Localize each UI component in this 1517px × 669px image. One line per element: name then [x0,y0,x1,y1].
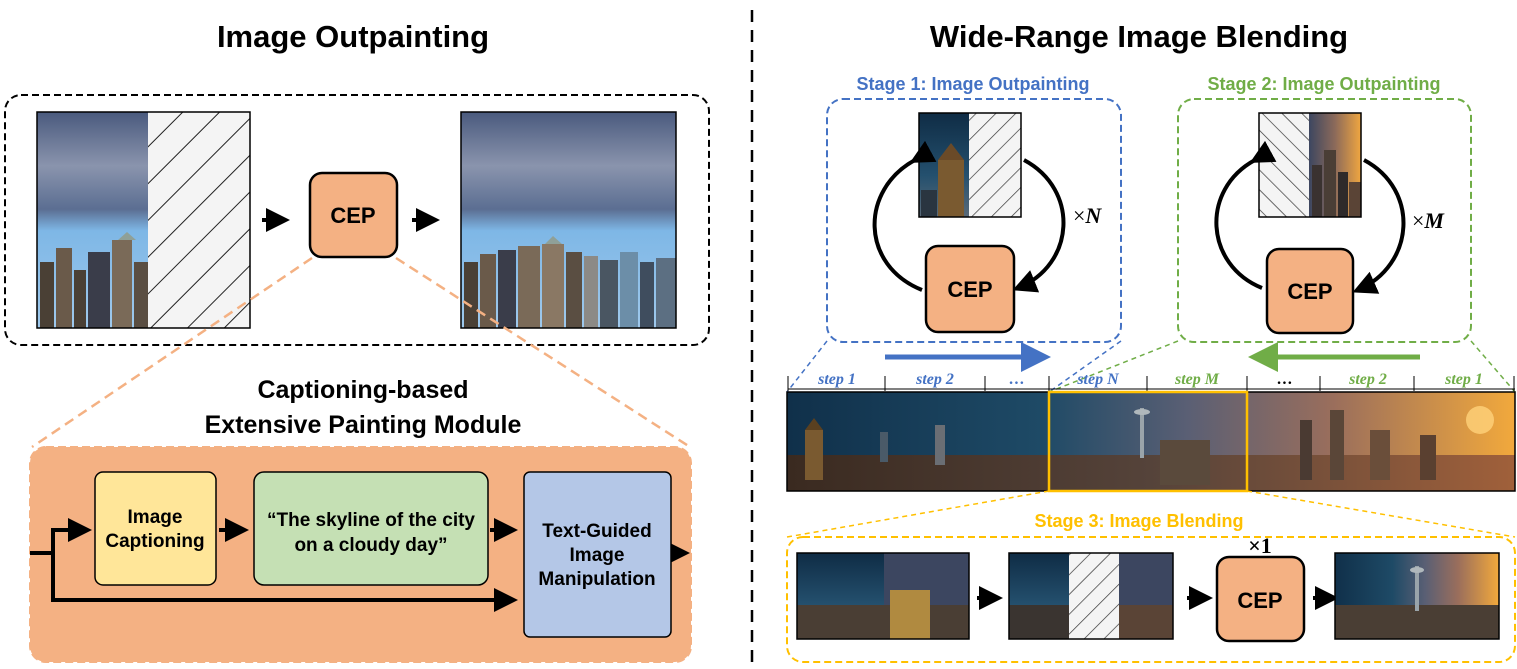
outpainting-frame [4,94,710,346]
stage2-label: Stage 2: Image Outpainting [1207,74,1440,94]
step-left-2: … [1009,371,1025,388]
cep-label: CEP [330,203,375,228]
stage3-cep-block [1215,555,1306,643]
step-right-3: step 1 [1444,371,1483,388]
stage1-label: Stage 1: Image Outpainting [856,74,1089,94]
stage3-input-image [796,552,970,640]
caption-text-block [253,471,489,586]
input-image [36,111,251,329]
stage1-frame [826,98,1122,343]
stage3-connector-right [1246,490,1516,538]
manip-line1: Text-Guided [542,521,651,542]
stage2-rest: : Image Outpainting [1272,74,1441,94]
stage1-connector-right [1048,340,1122,393]
module-flow [30,518,690,612]
left-title: Image Outpainting [217,19,489,54]
stage3-cep-label: CEP [1237,588,1282,613]
caption-line2: on a cloudy day” [294,535,447,556]
step-left-3: step N [1076,371,1120,388]
stage1-loop-left [872,140,937,292]
zoom-line-right [395,256,691,449]
stage1-loop-right [1012,158,1066,293]
captioning-line2: Captioning [105,531,204,552]
module-title-line2: Extensive Painting Module [205,411,522,439]
stage3-prefix: Stage 3 [1034,511,1098,531]
stage2-times: × [1412,208,1424,233]
panorama-image [786,391,1516,492]
text-guided-manipulation-block [523,471,672,638]
stage2-prefix: Stage 2 [1207,74,1271,94]
stage1-count: N [1084,203,1102,228]
step-right-1: … [1277,371,1293,388]
stage3-connector-left [786,490,1050,538]
stage1-times: × [1073,203,1085,228]
stage2-frame [1177,98,1472,343]
captioning-line1: Image [128,507,183,528]
stage1-cep-label: CEP [947,277,992,302]
stage1-cep-block [924,244,1016,334]
right-title: Wide-Range Image Blending [930,19,1348,54]
step-right-2: step 2 [1348,371,1387,388]
stage2-loop-right [1352,158,1406,294]
output-image [460,111,677,329]
step-left-1: step 2 [915,371,954,388]
step-left-0: step 1 [817,371,856,388]
stage1-rest: : Image Outpainting [921,74,1090,94]
step-ruler [787,376,1515,391]
stage2-connector-right [1470,340,1516,393]
blend-region-highlight [1047,390,1249,493]
stage2-image [1258,112,1362,218]
stage1-prefix: Stage 1 [856,74,920,94]
stage3-rest: : Image Blending [1099,511,1244,531]
stage3-output-image [1334,552,1500,640]
stage2-cep-block [1265,247,1355,335]
image-captioning-block [94,471,217,586]
stage1-image [918,112,1022,218]
stage3-masked-image [1008,552,1174,640]
stage3-label: Stage 3: Image Blending [1034,511,1243,531]
stage2-cep-label: CEP [1287,279,1332,304]
stage2-repeat: ×M [1412,208,1445,233]
stage1-connector-left [786,340,828,393]
zoom-line-left [31,256,313,449]
caption-line1: “The skyline of the city [267,510,475,531]
stage2-count: M [1423,208,1445,233]
cep-block [308,171,399,259]
manip-line2: Image [570,545,625,566]
stage3-repeat: ×1 [1248,533,1272,558]
manip-line3: Manipulation [538,569,655,590]
stage3-frame [786,536,1516,663]
stage2-loop-left [1214,140,1277,290]
stage1-repeat: ×N [1073,203,1102,228]
step-right-0: step M [1174,371,1220,388]
module-title-line1: Captioning-based [257,376,468,404]
